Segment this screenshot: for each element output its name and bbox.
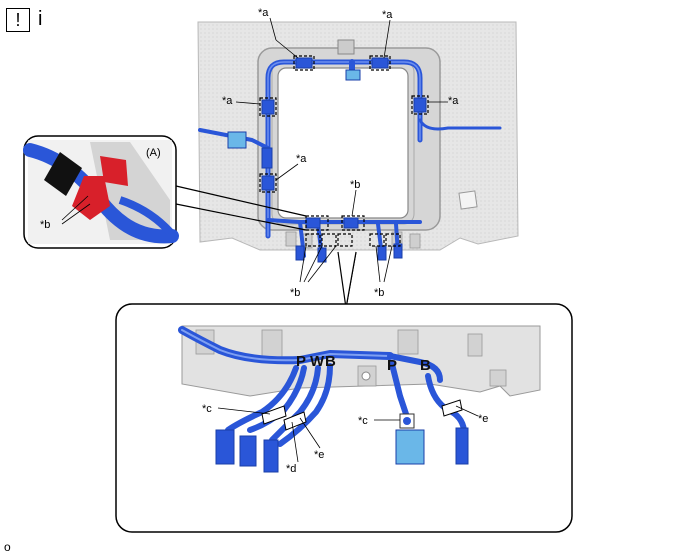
label-c-right: *c <box>358 415 368 427</box>
label-e-left: *e <box>314 449 324 461</box>
inset-pointer <box>175 185 307 231</box>
wire-letter-b1: B <box>325 353 336 370</box>
bottom-callout <box>115 251 573 533</box>
notice-symbol: ! <box>15 9 21 30</box>
label-b-lower-left: *b <box>290 287 300 299</box>
label-a-top-right: *a <box>382 9 393 21</box>
harness-main <box>198 59 502 260</box>
notice-icon: ! <box>6 8 30 32</box>
notice-letter: i <box>38 8 43 30</box>
leader-lines-bottom <box>217 405 479 463</box>
wire-letter-b2: B <box>420 357 431 374</box>
label-b-lower-right: *b <box>374 287 384 299</box>
label-view-a: (A) <box>146 147 161 159</box>
leader-lines-top <box>235 17 448 283</box>
label-a-middle: *a <box>296 153 307 165</box>
inset-a <box>23 135 179 249</box>
corner-mark: o <box>4 540 11 554</box>
roof-panel <box>197 21 519 251</box>
callout-boxes-top <box>259 55 429 247</box>
label-a-left: *a <box>222 95 233 107</box>
label-d: *d <box>286 463 296 475</box>
wire-letter-w: W <box>310 353 325 370</box>
label-c-left: *c <box>202 403 212 415</box>
label-e-right: *e <box>478 413 488 425</box>
tape-marks <box>261 399 463 431</box>
label-a-top-left: *a <box>258 7 269 19</box>
wire-letter-p1: P <box>296 353 306 370</box>
connectors-detail <box>215 413 469 473</box>
label-b-top: *b <box>350 179 360 191</box>
wire-letter-p2: P <box>387 357 397 374</box>
connector-group-top <box>227 57 427 263</box>
label-a-right: *a <box>448 95 459 107</box>
label-b-inset: *b <box>40 219 50 231</box>
